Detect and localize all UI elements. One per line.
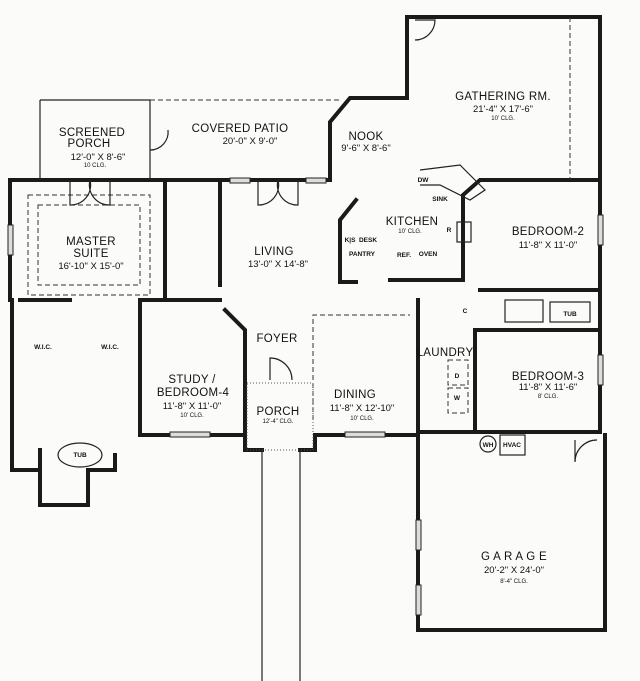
dashed-lines [27,17,571,420]
wic-2-label: W.I.C. [101,344,119,351]
bedroom-2-dims: 11'-8" X 11'-0" [519,240,578,251]
dining-label: DINING [334,389,376,401]
foyer-label: FOYER [256,333,297,345]
porch-ceiling: 12'-4" CLG. [263,419,294,425]
water-heater-label: WH [483,442,494,449]
living-label: LIVING [254,246,294,258]
porch-label: PORCH [256,406,299,418]
kitchen-label: KITCHEN [386,216,439,228]
bedroom-3-ceiling: 8' CLG. [538,394,558,400]
fixtures [57,164,591,468]
nook-dims: 9'-6" X 8'-6" [341,143,390,154]
living-dims: 13'-0" X 14'-8" [248,259,308,270]
bedroom-3-label: BEDROOM-3 [512,371,584,383]
gathering-room-label: GATHERING RM. [455,91,551,103]
laundry-label: LAUNDRY [417,347,474,359]
washer-label: W [454,395,461,402]
range-label: R [447,227,452,234]
room-labels: GATHERING RM. 21'-4" X 17'-6" 10' CLG. N… [58,91,584,585]
master-suite-label-2: SUITE [73,248,108,260]
study-label-2: BEDROOM-4 [157,387,230,399]
ref-label: REF. [397,252,411,259]
windows [7,177,604,616]
master-suite-dims: 16'-10" X 15'-0" [58,261,123,272]
dining-ceiling: 10' CLG. [350,416,374,422]
tub-master-label: TUB [73,452,87,459]
dining-dims: 11'-8" X 12'-10" [330,403,395,414]
sink-label: SINK [432,196,448,203]
dishwasher-label: DW [418,177,430,184]
pantry-label: PANTRY [349,251,376,258]
bedroom-3-dims: 11'-8" X 11'-6" [519,382,578,393]
bedroom-2-label: BEDROOM-2 [512,226,584,238]
doors [69,19,598,463]
desk-label: DESK [359,237,377,244]
dryer-label: D [455,373,460,380]
driveway [246,382,314,681]
ks-label: K|S [345,237,357,244]
wic-1-label: W.I.C. [34,344,52,351]
nook-label: NOOK [348,131,383,143]
gathering-room-ceiling: 10' CLG. [491,116,515,122]
closet-label: C [463,308,468,315]
covered-patio-label: COVERED PATIO [192,123,289,135]
gathering-room-dims: 21'-4" X 17'-6" [473,104,533,115]
master-suite-label-1: MASTER [66,236,116,248]
tub-bath-label: TUB [563,311,577,318]
screened-porch-label-2: PORCH [67,138,110,150]
garage-label: G A R A G E [481,551,547,563]
screened-porch-label-1: SCREENED [59,127,125,139]
screened-porch-dims: 12'-0" X 8'-6" [71,152,126,163]
kitchen-ceiling: 10' CLG. [398,229,422,235]
covered-patio-dims: 20'-0" X 9'-0" [223,136,278,147]
hvac-label: HVAC [503,442,521,449]
garage-ceiling: 8'-4" CLG. [500,579,528,585]
study-ceiling: 10' CLG. [180,413,204,419]
study-label-1: STUDY / [168,374,216,386]
garage-dims: 20'-2" X 24'-0" [484,565,544,576]
screened-porch-ceiling: 10 CLG. [84,163,107,169]
fixture-labels: W.I.C. W.I.C. TUB TUB DW SINK R REF. OVE… [34,177,577,459]
oven-label: OVEN [419,251,438,258]
study-dims: 11'-8" X 11'-0" [163,401,222,412]
